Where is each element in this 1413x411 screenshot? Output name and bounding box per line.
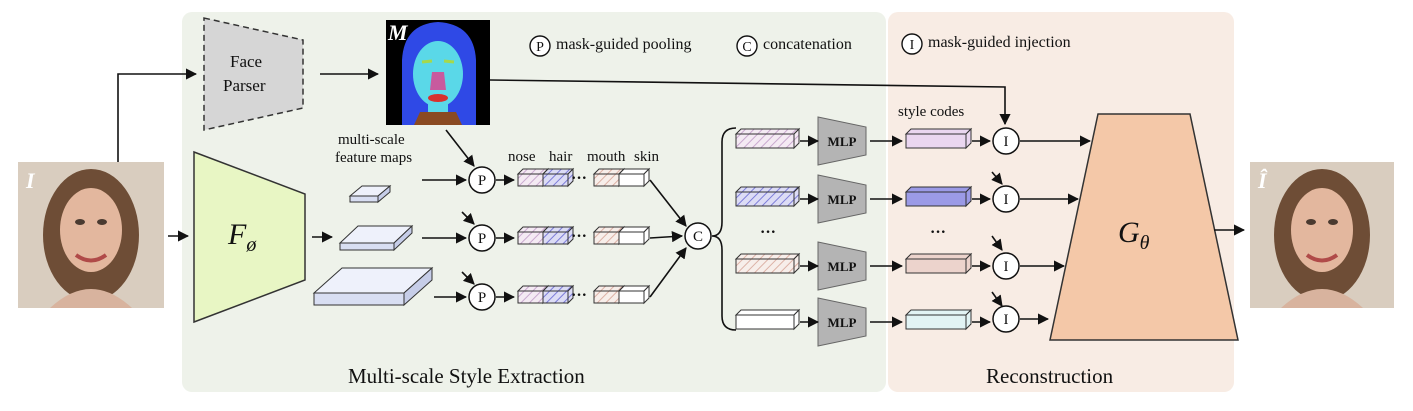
feature-maps-label-line1: multi-scale (338, 132, 405, 148)
concat-vector-3 (734, 252, 801, 275)
style-code-2 (904, 185, 973, 208)
concat-op-letter: C (693, 229, 703, 245)
connectors (117, 68, 1246, 331)
injection-op-4: I (992, 305, 1020, 333)
pooling-op-3-letter: P (478, 290, 486, 306)
face-parser-block (203, 17, 304, 131)
legend-concat-text: concatenation (763, 36, 852, 53)
reconstruction-panel-title: Reconstruction (986, 364, 1114, 388)
legend-pooling-letter: P (536, 40, 544, 55)
pooled-vector-hair-1 (541, 167, 575, 188)
ellipsis-row3: ··· (571, 287, 588, 304)
pooled-vector-skin-1 (617, 167, 651, 188)
feature-map-medium (338, 224, 414, 252)
encoder-block (193, 150, 306, 324)
pooling-op-2: P (468, 224, 496, 252)
face-parser-label-line1: Face (230, 52, 263, 71)
concat-vector-1 (734, 127, 801, 150)
mlp-label-2: MLP (828, 192, 857, 207)
encoder-label: Fø (228, 218, 257, 256)
concat-vector-2 (734, 185, 801, 208)
generator-block (1049, 113, 1239, 341)
ellipsis-concat: ··· (760, 224, 777, 241)
pooled-vector-mouth-1 (592, 167, 626, 188)
legend-pooling-symbol (529, 35, 551, 57)
mlp-block-2: MLP (817, 174, 867, 224)
style-codes-label: style codes (898, 104, 965, 120)
mlp-label-3: MLP (828, 259, 857, 274)
mlp-block-4: MLP (817, 297, 867, 347)
injection-op-1: I (992, 127, 1020, 155)
concat-vector-4 (734, 308, 801, 331)
legend-injection-letter: I (910, 38, 915, 53)
legend-injection-symbol (901, 33, 923, 55)
mlp-block-3: MLP (817, 241, 867, 291)
pooled-vector-hair-2 (541, 225, 575, 246)
face-parser-label-line2: Parser (223, 76, 266, 95)
mlp-block-1: MLP (817, 116, 867, 166)
legend-injection-text: mask-guided injection (928, 34, 1071, 51)
feature-map-large (312, 266, 434, 307)
mlp-label-4: MLP (828, 315, 857, 330)
style-code-3 (904, 252, 973, 275)
legend-circles (529, 33, 923, 57)
ellipsis-row1: ··· (571, 170, 588, 187)
ellipsis-row2: ··· (571, 228, 588, 245)
input-portrait (18, 162, 164, 308)
mask-label: M (388, 20, 408, 45)
feature-maps-label-line2: feature maps (335, 150, 413, 166)
injection-op-4-letter: I (1004, 312, 1009, 328)
feature-map-small (348, 184, 392, 204)
segmentation-mask (386, 20, 490, 125)
injection-op-2: I (992, 185, 1020, 213)
pooled-vector-skin-2 (617, 225, 651, 246)
region-label-mouth: mouth (587, 149, 626, 165)
output-portrait (1250, 162, 1394, 308)
region-label-nose: nose (508, 149, 536, 165)
pooling-op-3: P (468, 283, 496, 311)
generator-label: Gθ (1118, 216, 1150, 254)
pooling-op-1-letter: P (478, 173, 486, 189)
concat-op: C (684, 222, 712, 250)
input-image-label: I (26, 168, 35, 193)
output-image-label: Î (1258, 168, 1267, 193)
pooled-vector-skin-3 (617, 284, 651, 305)
injection-op-3-letter: I (1004, 259, 1009, 275)
injection-op-1-letter: I (1004, 134, 1009, 150)
extraction-panel-title: Multi-scale Style Extraction (348, 364, 585, 388)
legend-pooling-text: mask-guided pooling (556, 36, 692, 53)
mlp-label-1: MLP (828, 134, 857, 149)
legend-concat-symbol (736, 35, 758, 57)
pooled-vector-hair-3 (541, 284, 575, 305)
injection-op-3: I (992, 252, 1020, 280)
style-code-1 (904, 127, 973, 150)
region-label-hair: hair (549, 149, 573, 165)
style-code-4 (904, 308, 973, 331)
legend-concat-letter: C (742, 40, 751, 55)
ellipsis-style: ··· (930, 224, 947, 241)
pooled-vector-mouth-3 (592, 284, 626, 305)
region-label-skin: skin (634, 149, 660, 165)
injection-op-2-letter: I (1004, 192, 1009, 208)
pooling-op-1: P (468, 166, 496, 194)
pooling-op-2-letter: P (478, 231, 486, 247)
